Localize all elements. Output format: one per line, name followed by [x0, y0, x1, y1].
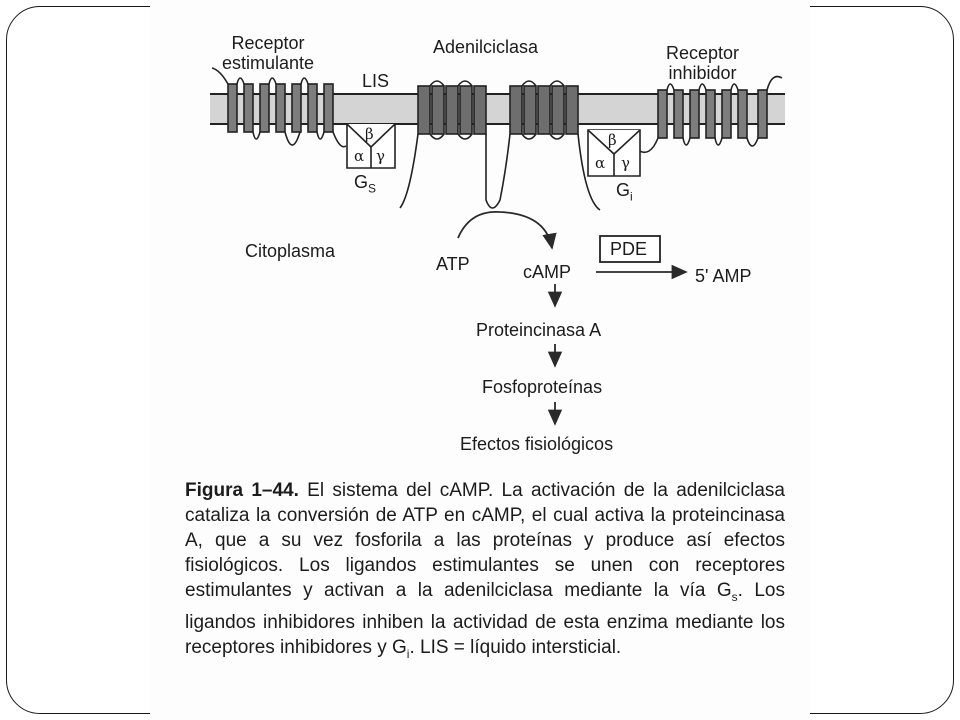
label-citoplasma: Citoplasma: [245, 241, 336, 261]
caption-text-3: . LIS = líquido intersticial.: [409, 636, 622, 658]
label-atp: ATP: [436, 254, 470, 274]
receptor-estimulante-helices: [227, 83, 334, 133]
gs-beta: β: [365, 125, 374, 143]
gi-protein: [587, 129, 641, 177]
receptor-estimulante-loops: [211, 67, 347, 148]
label-gs-name: G: [354, 172, 369, 192]
adenilciclasa-loops: [399, 80, 601, 211]
label-lis: LIS: [362, 71, 390, 91]
caption-sub-i: i: [406, 646, 410, 661]
label-pde: PDE: [610, 239, 648, 259]
gi-alpha: α: [595, 154, 606, 172]
label-proteincinasa: Proteincinasa A: [476, 320, 602, 340]
label-receptor-estimulante: Receptor estimulante: [222, 33, 314, 73]
label-adenilciclasa: Adenilciclasa: [433, 37, 539, 57]
receptor-inhibidor-helices: [657, 89, 768, 139]
label-gi: Gi: [616, 180, 633, 204]
adenilciclasa-block-right: [509, 85, 579, 135]
label-gi-sub: i: [630, 189, 633, 204]
gs-alpha: α: [354, 147, 365, 165]
label-receptor-inhibidor: Receptor inhibidor: [666, 43, 739, 83]
figure-caption: Figura 1–44. El sistema del cAMP. La act…: [185, 478, 785, 667]
pde-box: [599, 235, 661, 263]
gs-protein: [346, 123, 396, 169]
label-fosfoproteinas: Fosfoproteínas: [482, 377, 603, 397]
caption-text: El sistema del cAMP. La activación de la…: [185, 480, 785, 601]
gi-gamma: γ: [621, 154, 630, 172]
gi-beta: β: [608, 131, 617, 149]
label-gs: GS: [354, 172, 376, 196]
gs-gamma: γ: [376, 147, 385, 165]
label-receptor-estimulante-text: Receptor estimulante: [222, 33, 315, 73]
receptor-inhibidor-loops: [637, 75, 783, 154]
label-camp: cAMP: [523, 262, 572, 282]
caption-sub-s: s: [731, 589, 738, 604]
caption-text-2: . Los ligandos inhibidores inhiben la ac…: [185, 580, 785, 658]
label-receptor-inhibidor-text: Receptor inhibidor: [666, 43, 740, 83]
label-gs-sub: S: [368, 181, 377, 196]
label-5-amp: 5' AMP: [695, 266, 752, 286]
label-gi-name: G: [616, 180, 631, 200]
label-efectos: Efectos fisiológicos: [460, 434, 614, 454]
reaction-arrows: [457, 211, 688, 426]
adenilciclasa-block-left: [417, 85, 487, 135]
caption-title: Figura 1–44.: [185, 480, 299, 501]
cell-membrane: [210, 93, 785, 125]
